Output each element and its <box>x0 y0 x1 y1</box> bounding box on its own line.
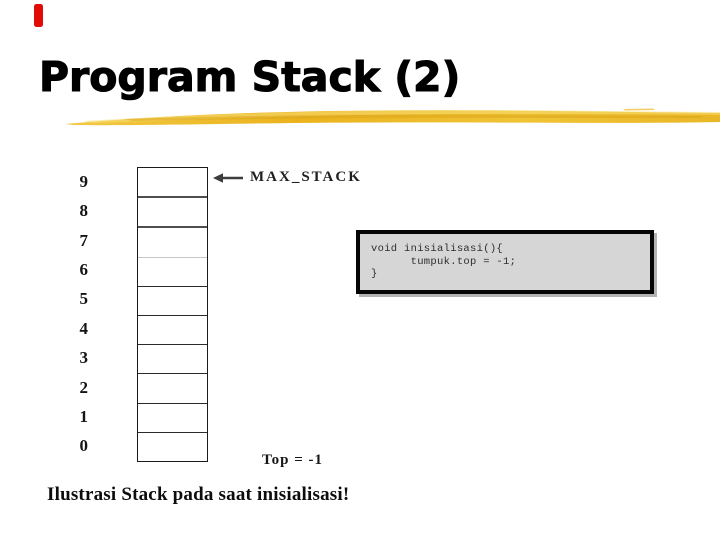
max-stack-label: MAX_STACK <box>250 169 362 185</box>
index-label-3: 3 <box>79 348 89 368</box>
slide-caption: Ilustrasi Stack pada saat inisialisasi! <box>47 484 350 505</box>
stack-cell <box>138 431 207 462</box>
stack-cell <box>138 196 207 227</box>
index-label-9: 9 <box>79 171 89 191</box>
index-label-0: 0 <box>79 436 89 456</box>
top-pointer-label: Top = -1 <box>262 452 324 468</box>
stack-cell <box>138 344 207 374</box>
stack-cell <box>138 168 207 197</box>
left-arrow-icon <box>213 173 243 183</box>
stack-cell <box>138 373 207 403</box>
code-snippet-box: void inisialisasi(){ tumpuk.top = -1; } <box>356 230 654 294</box>
page-title: Program Stack (2) <box>38 53 461 101</box>
code-line: void inisialisasi(){ <box>371 243 504 255</box>
stack-cell <box>138 285 207 316</box>
index-label-6: 6 <box>79 259 89 279</box>
stack-cell <box>138 402 207 432</box>
index-label-5: 5 <box>79 289 89 309</box>
template-accent-bar <box>34 4 43 27</box>
stack-index-labels: 9 8 7 6 5 4 3 2 1 0 <box>58 167 89 461</box>
code-line: tumpuk.top = -1; <box>371 255 517 268</box>
stack-diagram <box>137 167 208 462</box>
index-label-7: 7 <box>79 230 89 250</box>
stack-cell <box>138 256 207 286</box>
index-label-2: 2 <box>79 377 89 397</box>
index-label-1: 1 <box>79 406 89 426</box>
stack-cell <box>138 226 207 257</box>
code-line: } <box>371 268 378 280</box>
stack-cell <box>138 315 207 345</box>
index-label-8: 8 <box>79 201 89 221</box>
gold-brush-swoosh-icon <box>65 108 720 126</box>
index-label-4: 4 <box>79 318 89 338</box>
